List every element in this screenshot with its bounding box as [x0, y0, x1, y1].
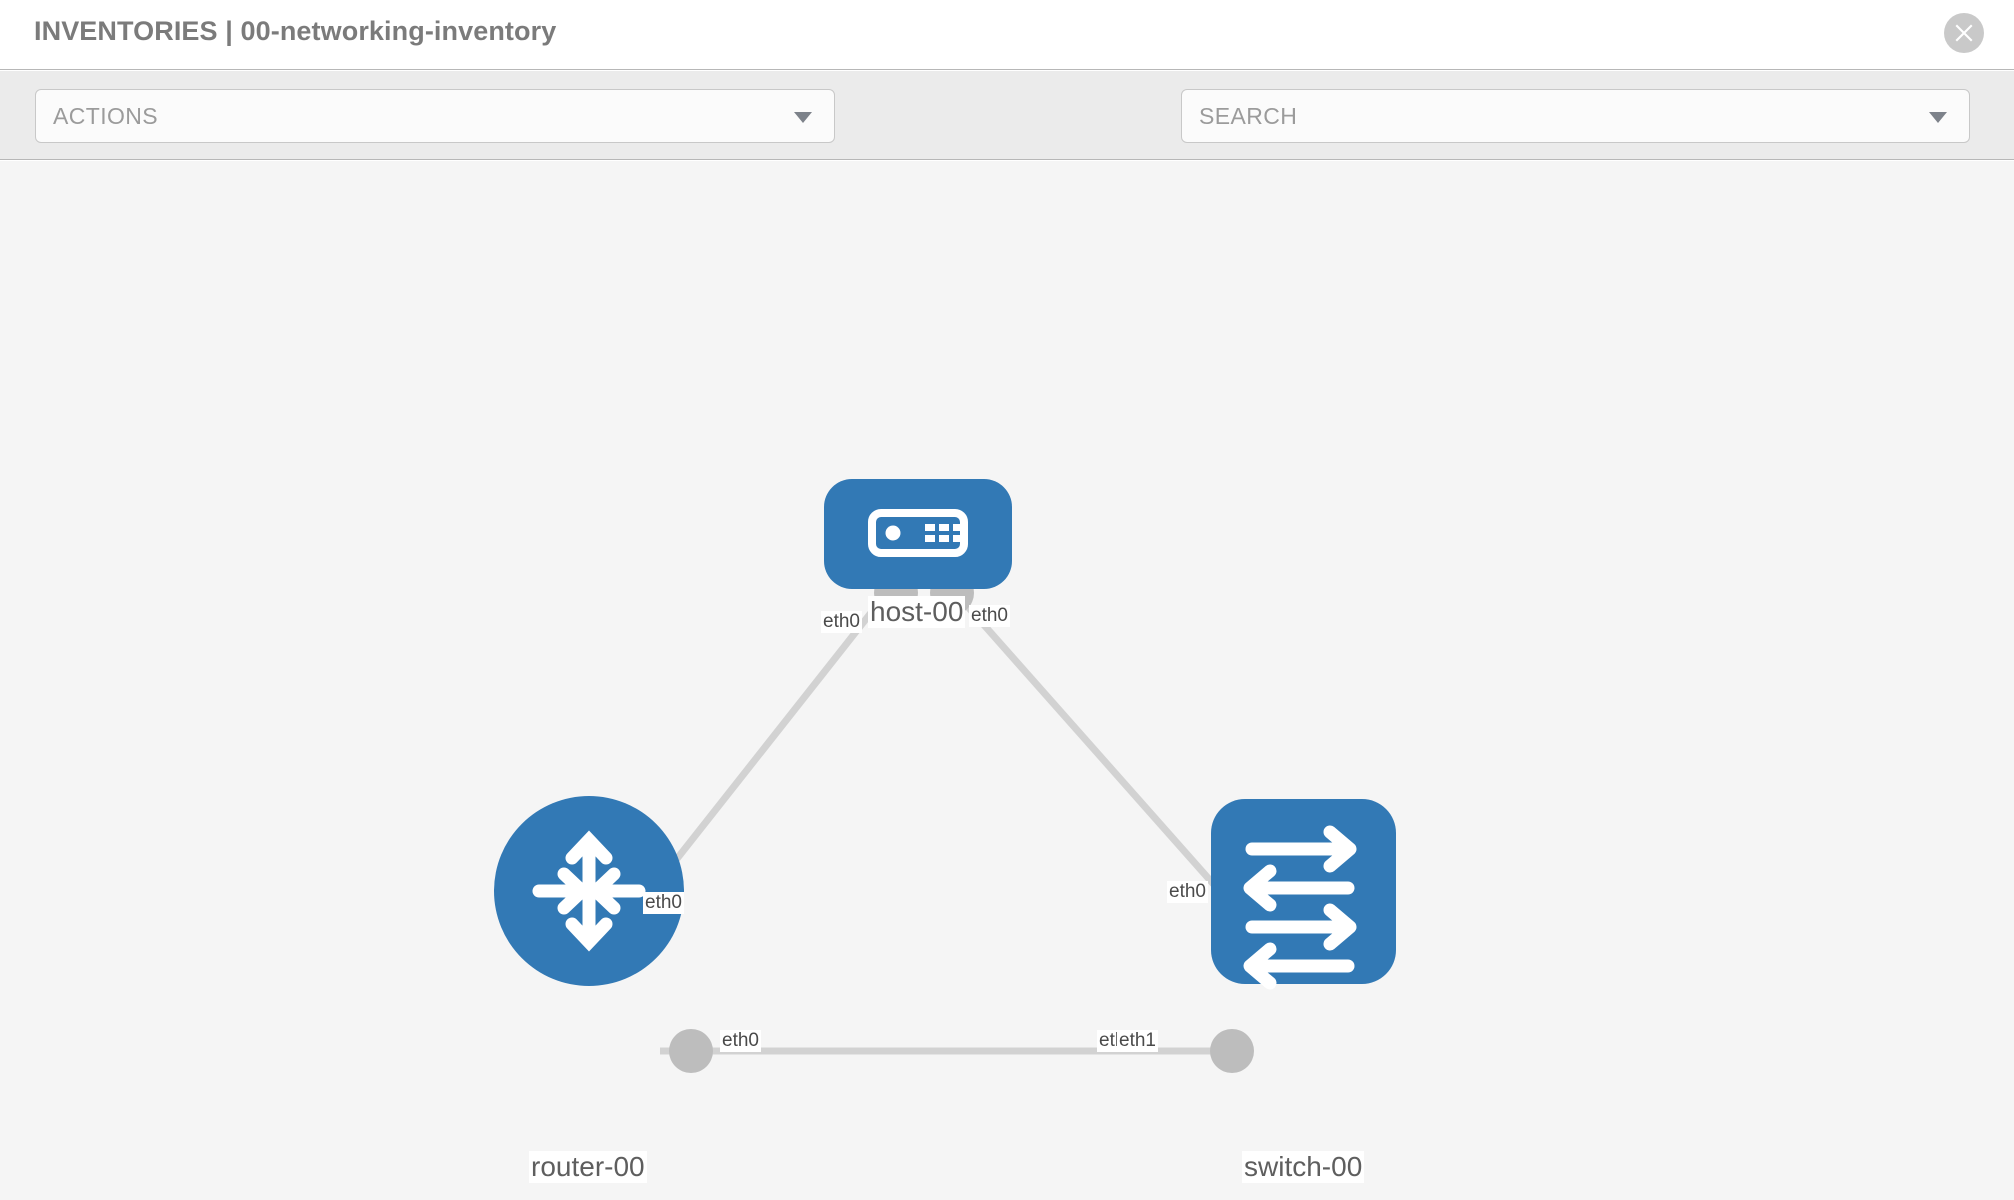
iface-label-switch-north: eth0: [1167, 881, 1208, 903]
iface-label-host-left: eth0: [821, 611, 862, 633]
iface-label-switch-west-eth1: eth1: [1117, 1030, 1158, 1052]
page-header: INVENTORIES | 00-networking-inventory: [0, 0, 2014, 70]
topology-canvas[interactable]: eth0 eth0 eth0 eth0 eth0 eth0 eth1 host-…: [0, 161, 2014, 1200]
connector-switch-west[interactable]: [1210, 1029, 1254, 1073]
node-label-router-00: router-00: [529, 1151, 647, 1183]
topology-connectors: [669, 571, 1258, 1073]
search-chevron-down-icon[interactable]: [1929, 112, 1947, 123]
node-host-00[interactable]: [824, 479, 1012, 589]
toolbar: ACTIONS SEARCH: [0, 71, 2014, 202]
chevron-down-icon: [794, 112, 812, 123]
server-icon: [868, 509, 968, 557]
topology-links: [617, 578, 1258, 1055]
actions-dropdown[interactable]: ACTIONS: [35, 89, 835, 143]
page-title: INVENTORIES | 00-networking-inventory: [34, 16, 557, 46]
search-placeholder: SEARCH: [1199, 103, 1298, 129]
close-icon[interactable]: [1944, 13, 1984, 53]
router-icon: [532, 830, 646, 952]
node-label-host-00: host-00: [868, 596, 966, 628]
node-label-switch-00: switch-00: [1242, 1151, 1365, 1183]
connector-router-east[interactable]: [669, 1029, 713, 1073]
iface-label-router-east: eth0: [720, 1030, 761, 1052]
iface-label-router-north: eth0: [643, 892, 684, 914]
topology-graph: [494, 479, 1396, 1073]
search-input[interactable]: SEARCH: [1181, 89, 1970, 143]
actions-dropdown-label: ACTIONS: [53, 103, 159, 129]
iface-label-host-right: eth0: [969, 605, 1010, 627]
link-host-switch[interactable]: [942, 578, 1258, 934]
node-switch-00[interactable]: [1211, 799, 1396, 990]
node-router-00[interactable]: [494, 796, 684, 986]
switch-icon: [1243, 825, 1357, 990]
